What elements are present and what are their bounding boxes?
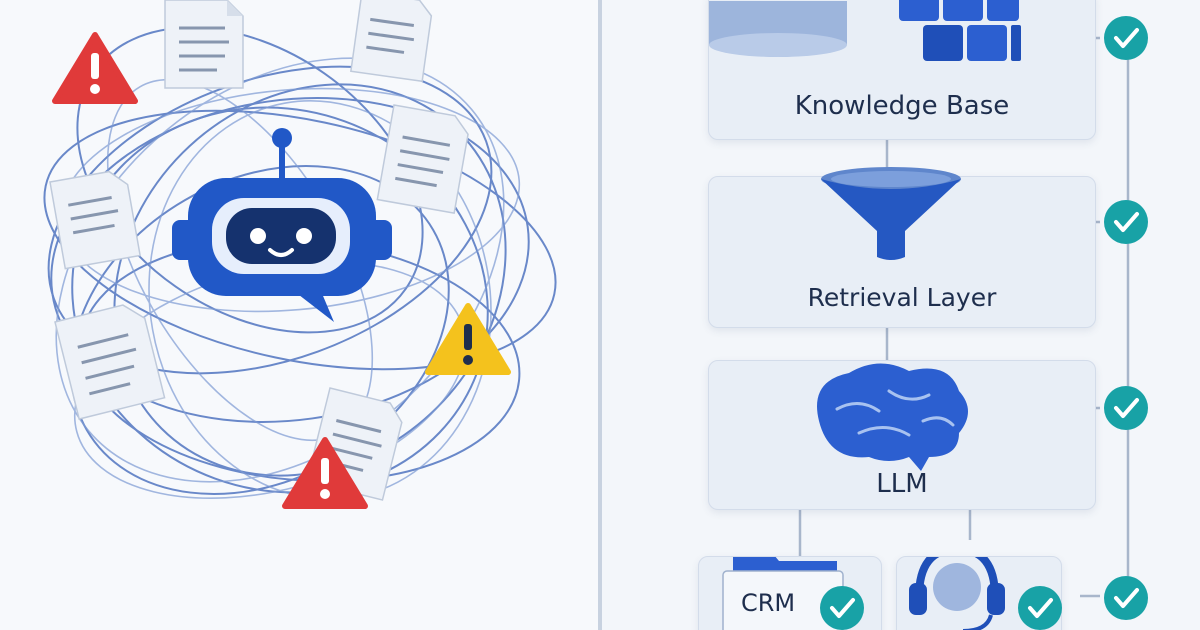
check-badge-icon: [1104, 16, 1148, 60]
brain-icon: [817, 363, 968, 471]
structured-pipeline-panel: Knowledge Base Retrieval Layer LLM: [602, 0, 1200, 630]
check-badge-icon: [1104, 576, 1148, 620]
cube-stack-icon: [899, 0, 1021, 61]
panel-divider: [598, 0, 602, 630]
folder-icon: [722, 557, 844, 630]
check-badge-icon: [820, 586, 864, 630]
chatbot-icon: [172, 128, 392, 322]
warning-icon: [282, 437, 368, 509]
check-badge-icon: [1104, 200, 1148, 244]
step-label: LLM: [876, 469, 928, 499]
document-icon: [376, 104, 469, 214]
tangled-lines-graphic: [43, 0, 557, 509]
pipeline-step-retrieval-layer: Retrieval Layer: [708, 167, 1096, 328]
warning-icon: [52, 32, 138, 104]
output-label: CRM: [741, 589, 796, 617]
document-icon: [350, 0, 433, 83]
document-icon: [164, 0, 244, 89]
document-icon: [54, 304, 166, 420]
step-label: Knowledge Base: [794, 91, 1010, 121]
document-icon: [49, 170, 141, 270]
check-badge-icon: [1104, 386, 1148, 430]
headset-icon: [909, 557, 1005, 630]
funnel-icon: [821, 167, 961, 260]
pipeline-step-llm: LLM: [708, 360, 1096, 510]
warning-icon: [425, 303, 511, 375]
chaotic-chatbot-panel: [43, 0, 557, 509]
check-badge-icon: [1018, 586, 1062, 630]
step-label: Retrieval Layer: [807, 283, 997, 312]
database-icon: [709, 0, 1021, 61]
check-badges: [820, 16, 1148, 630]
pipeline-step-knowledge-base: Knowledge Base: [708, 0, 1096, 140]
